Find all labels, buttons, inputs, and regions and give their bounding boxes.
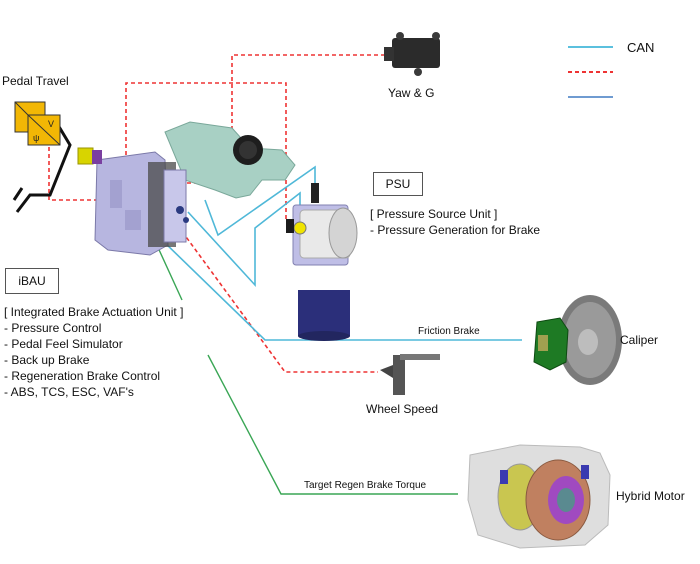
ibau-item: - Pressure Control <box>4 321 102 335</box>
regen-line <box>149 229 458 495</box>
ibau-box: iBAU <box>5 268 59 294</box>
svg-text:V: V <box>48 119 54 129</box>
regen-torque-label: Target Regen Brake Torque <box>304 480 427 491</box>
psu-item: - Pressure Generation for Brake <box>370 223 541 237</box>
line-ibau-to-psu-b <box>187 191 301 288</box>
ibau-unit-icon <box>77 121 296 256</box>
hybrid-motor-label: Hybrid Motor <box>616 489 685 503</box>
line-friction-brake <box>161 239 522 341</box>
wire-ibau-to-wheelspeed <box>169 214 378 373</box>
ibau-title: [ Integrated Brake Actuation Unit ] <box>4 305 184 319</box>
psu-title: [ Pressure Source Unit ] <box>370 207 498 221</box>
wheel-speed-sensor-icon <box>380 354 440 395</box>
ibau-description: [ Integrated Brake Actuation Unit ] - Pr… <box>4 304 183 400</box>
caliper-icon <box>533 295 622 385</box>
yaw-g-label: Yaw & G <box>388 86 435 100</box>
brake-pedal-icon <box>15 119 72 213</box>
ibau-item: - Regeneration Brake Control <box>4 369 161 383</box>
caliper-label: Caliper <box>620 333 659 347</box>
legend-label-can: CAN <box>627 40 655 55</box>
ibau-item: - Pedal Feel Simulator <box>4 337 123 351</box>
psu-box: PSU <box>373 172 423 196</box>
wire-ibau-to-psu <box>125 82 287 222</box>
line-regen-lower <box>207 354 458 495</box>
wire-pedal-to-ibau <box>48 140 118 201</box>
pedal-travel-label: Pedal Travel <box>2 74 69 88</box>
psu-unit-icon <box>286 183 358 341</box>
brake-pedal-foot <box>12 187 24 201</box>
svg-text:ψ: ψ <box>33 133 39 143</box>
hybrid-motor-icon <box>467 444 611 549</box>
wheel-speed-label: Wheel Speed <box>366 402 439 416</box>
friction-brake-label: Friction Brake <box>418 326 480 337</box>
ibau-item: - ABS, TCS, ESC, VAF's <box>4 385 134 399</box>
yaw-sensor-icon <box>384 32 440 76</box>
ibau-item: - Back up Brake <box>4 353 90 367</box>
pedal-sensor-icon: V ψ <box>14 101 61 146</box>
psu-description: [ Pressure Source Unit ] - Pressure Gene… <box>370 206 540 238</box>
